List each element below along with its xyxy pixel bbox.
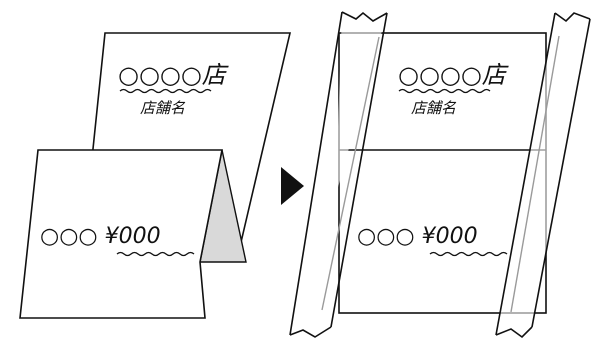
right-price-text: ○○○ ¥000 bbox=[357, 224, 478, 249]
left-store-text: ○○○○店 bbox=[118, 61, 229, 89]
arrow-right-icon bbox=[281, 167, 304, 205]
right-tape-body bbox=[496, 13, 590, 337]
left-tape-body bbox=[290, 12, 387, 337]
right-store-label: 店舗名 bbox=[411, 99, 457, 117]
right-store-text: ○○○○店 bbox=[398, 61, 509, 89]
left-price-text: ○○○ ¥000 bbox=[40, 224, 161, 249]
left-store-wave bbox=[119, 88, 212, 94]
taped-card: ○○○○店 店舗名 ○○○ ¥000 bbox=[289, 11, 591, 339]
left-store-label: 店舗名 bbox=[140, 99, 186, 117]
left-price-wave bbox=[116, 251, 195, 257]
right-tape bbox=[495, 12, 591, 339]
front-panel bbox=[19, 149, 223, 319]
right-price-wave bbox=[429, 251, 508, 257]
left-tape bbox=[289, 11, 388, 338]
right-store-wave bbox=[398, 88, 491, 94]
folded-card: ○○○○店 店舗名 ○○○ ¥000 bbox=[19, 32, 292, 319]
